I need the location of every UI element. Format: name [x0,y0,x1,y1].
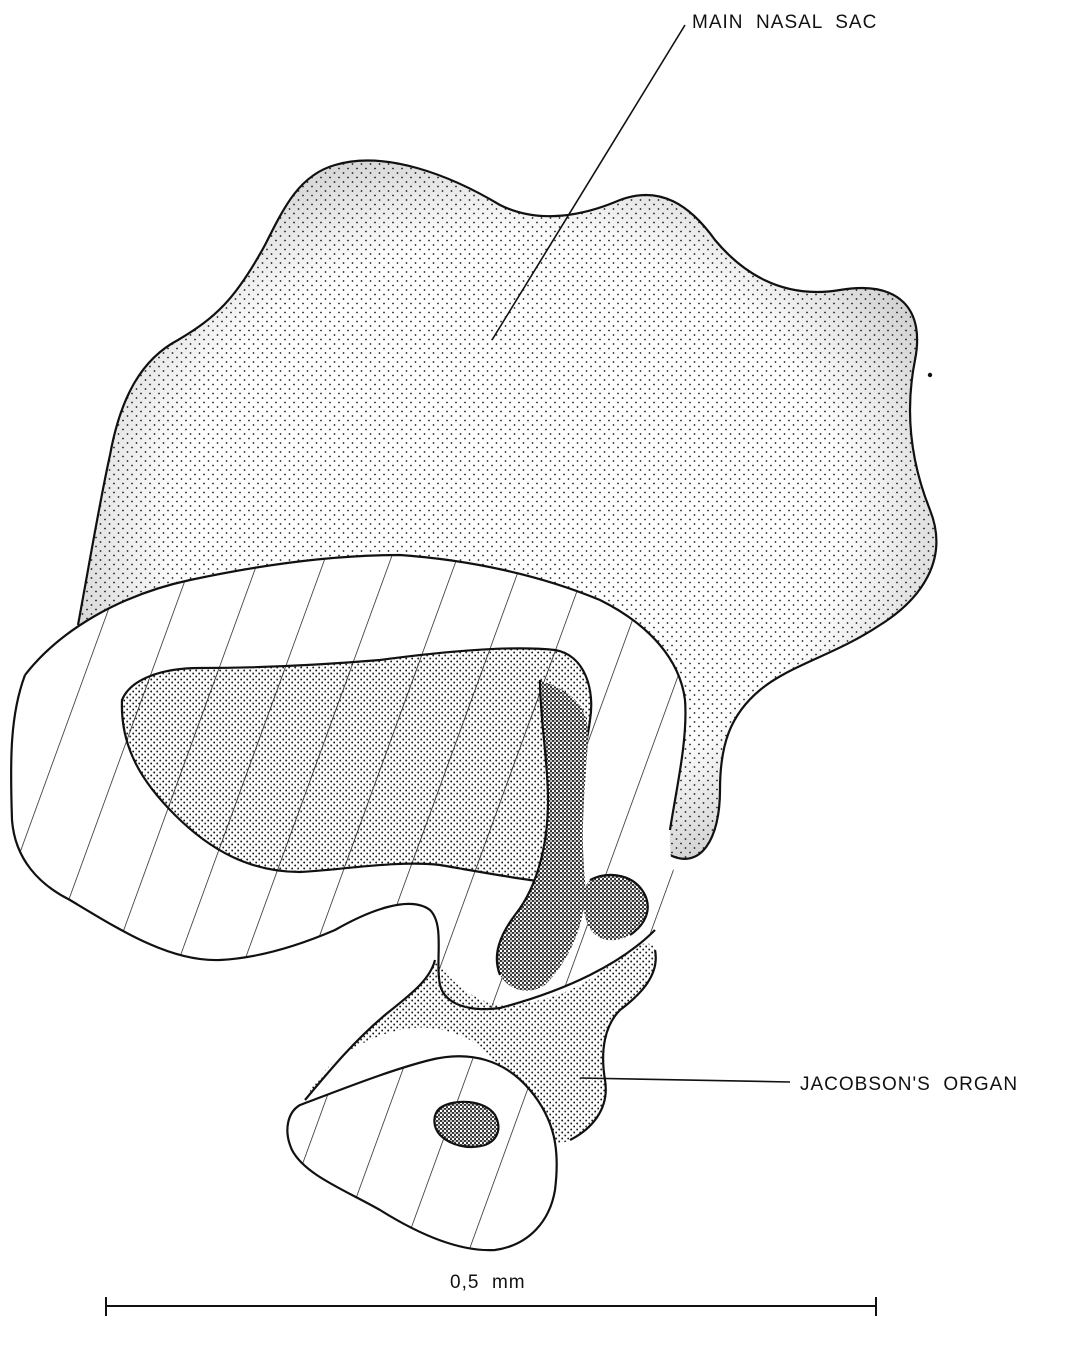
lower-hatched-capsule [287,1056,556,1250]
jacobsons-organ-leader [580,1078,790,1082]
scale-bar: 0,5 mm [106,1272,876,1316]
scale-bar-label: 0,5 mm [450,1272,526,1293]
main-nasal-sac-label: MAIN NASAL SAC [692,12,877,33]
jacobsons-organ-label: JACOBSON'S ORGAN [800,1074,1018,1095]
stray-dot [928,373,932,377]
